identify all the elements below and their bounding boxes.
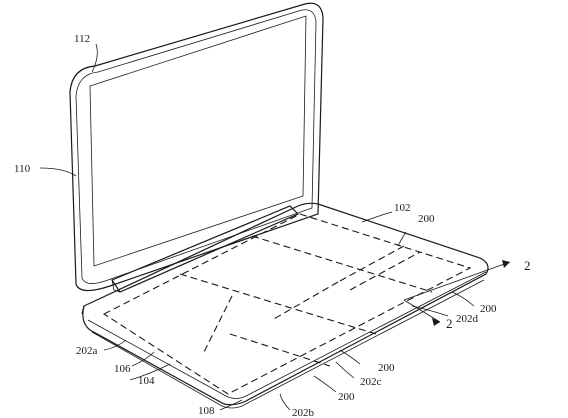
label-202a: 202a (76, 345, 98, 357)
label-200-right: 200 (480, 303, 497, 315)
label-200-mid: 200 (378, 362, 395, 374)
zone-divider-1 (179, 273, 377, 335)
label-104: 104 (138, 375, 155, 387)
label-2-bottom: 2 (446, 316, 453, 331)
label-102: 102 (394, 202, 411, 214)
arrow-head-right (502, 260, 510, 268)
laptop-base (81, 202, 489, 409)
label-112: 112 (74, 33, 90, 45)
label-200-top: 200 (418, 213, 435, 225)
label-110: 110 (14, 163, 31, 175)
section-line (403, 260, 511, 326)
hinge (111, 205, 300, 293)
label-200-bottom: 200 (338, 391, 355, 403)
zone-divider-3 (337, 245, 405, 283)
label-108: 108 (198, 405, 215, 417)
label-2-right: 2 (524, 258, 531, 273)
display-panel (89, 15, 307, 267)
zone-divider-2 (251, 235, 433, 293)
label-106: 106 (114, 363, 131, 375)
arrow-head-down (432, 318, 440, 326)
label-202c: 202c (360, 376, 382, 388)
zone-202b-box (229, 333, 331, 367)
zone-divider-4 (271, 281, 339, 321)
leader-lines (39, 43, 475, 411)
label-202d: 202d (456, 313, 479, 325)
zone-divider-5 (203, 295, 233, 353)
label-202b: 202b (292, 407, 315, 418)
laptop-lid (69, 2, 324, 292)
zone-outline (102, 213, 472, 395)
dashed-zones (102, 213, 472, 395)
zone-202d-box (349, 251, 421, 291)
